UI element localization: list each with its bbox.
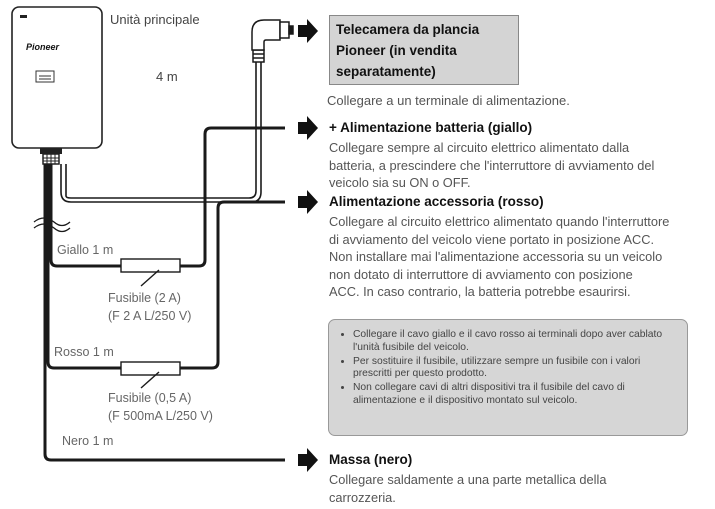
accessory-desc-line: Non installare mai l'alimentazione acces… bbox=[329, 249, 663, 264]
accessory-desc-line: di avviamento del veicolo viene portato … bbox=[329, 231, 655, 247]
accessory-desc-line: ACC. In caso contrario, la batteria potr… bbox=[329, 284, 631, 299]
power-wires bbox=[43, 126, 285, 462]
camera-box-line-3: separatamente) bbox=[336, 64, 436, 79]
accessory-title: Alimentazione accessoria (rosso) bbox=[329, 194, 544, 209]
fuse-1-label: Fusibile (2 A) bbox=[108, 291, 181, 305]
ground-desc-line: carrozzeria. bbox=[329, 489, 396, 505]
note-item: Non collegare cavi di altri dispositivi … bbox=[353, 382, 677, 408]
wire-red-label: Rosso 1 m bbox=[54, 345, 114, 359]
arrow-icons bbox=[298, 19, 318, 472]
arrow-ground-icon bbox=[298, 448, 318, 472]
accessory-desc-line: Collegare al circuito elettrico alimenta… bbox=[329, 214, 670, 229]
note-item: Collegare il cavo giallo e il cavo rosso… bbox=[353, 329, 677, 355]
battery-title: + Alimentazione batteria (giallo) bbox=[329, 120, 533, 135]
status-led-icon bbox=[20, 15, 27, 18]
accessory-desc-line: non dotato di interruttore di avviamento… bbox=[329, 266, 633, 282]
main-unit-label: Unità principale bbox=[110, 12, 200, 27]
wire-yellow-label: Giallo 1 m bbox=[57, 243, 114, 257]
main-unit bbox=[11, 6, 103, 165]
camera-plug-icon bbox=[251, 19, 294, 63]
arrow-battery-icon bbox=[298, 116, 318, 140]
camera-box-line-1: Telecamera da plancia bbox=[336, 22, 480, 37]
battery-desc-line: Collegare sempre al circuito elettrico a… bbox=[329, 140, 630, 155]
fuse-1-icon bbox=[120, 258, 181, 287]
pioneer-logo: Pioneer bbox=[26, 42, 60, 52]
card-slot-icon bbox=[35, 70, 55, 83]
camera-cable bbox=[60, 62, 262, 203]
ground-title: Massa (nero) bbox=[329, 452, 413, 467]
fuse-2-icon bbox=[120, 361, 181, 389]
camera-box-line-2: Pioneer (in vendita bbox=[336, 43, 457, 58]
battery-desc: Collegare sempre al circuito elettrico a… bbox=[329, 139, 709, 192]
arrow-camera-icon bbox=[298, 19, 318, 43]
accessory-desc: Collegare al circuito elettrico alimenta… bbox=[329, 213, 709, 301]
wire-break-icon bbox=[33, 217, 71, 233]
fuse-2-label: Fusibile (0,5 A) bbox=[108, 391, 192, 405]
battery-desc-line: batteria, a prescindere che l'interrutto… bbox=[329, 157, 655, 173]
fuse-2-spec: (F 500mA L/250 V) bbox=[108, 409, 213, 423]
ground-desc-line: Collegare saldamente a una parte metalli… bbox=[329, 472, 607, 487]
wire-black-label: Nero 1 m bbox=[62, 434, 114, 448]
battery-desc-line: veicolo sia su ON o OFF. bbox=[329, 175, 471, 190]
camera-box: Telecamera da plancia Pioneer (in vendit… bbox=[329, 15, 519, 85]
fuse-1-spec: (F 2 A L/250 V) bbox=[108, 309, 192, 323]
camera-desc: Collegare a un terminale di alimentazion… bbox=[327, 93, 570, 108]
arrow-accessory-icon bbox=[298, 190, 318, 214]
notes-box: Collegare il cavo giallo e il cavo rosso… bbox=[328, 319, 688, 436]
ground-desc: Collegare saldamente a una parte metalli… bbox=[329, 471, 709, 506]
note-item: Per sostituire il fusibile, utilizzare s… bbox=[353, 356, 677, 382]
cable-length-label: 4 m bbox=[156, 69, 178, 84]
